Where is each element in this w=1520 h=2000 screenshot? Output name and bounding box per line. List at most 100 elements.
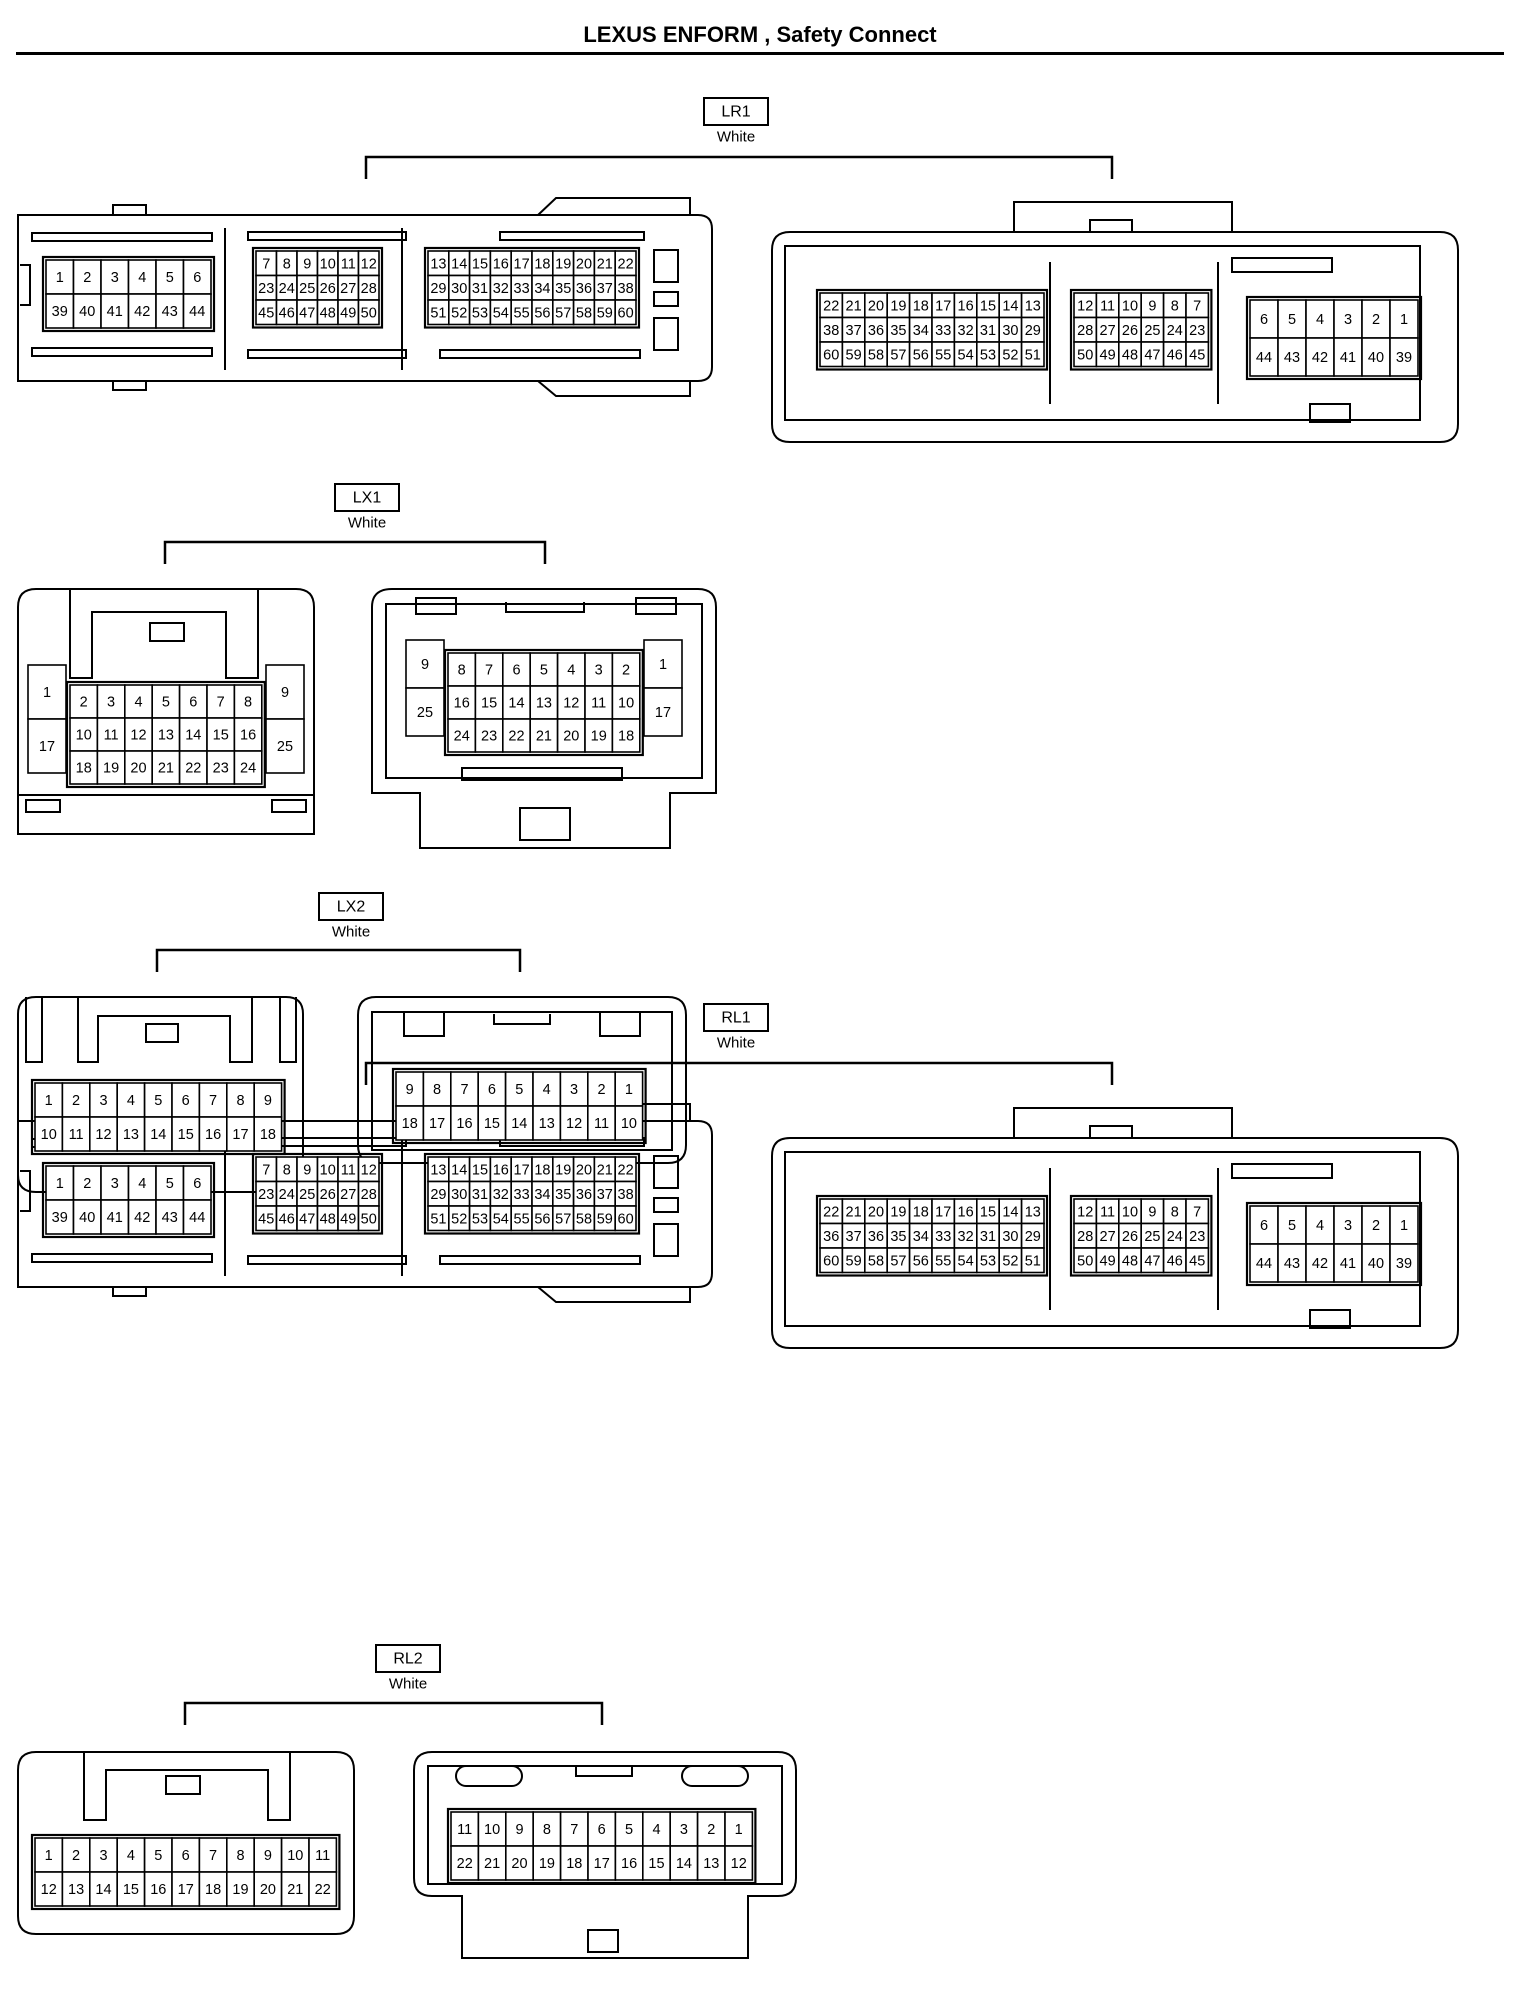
pin: 18	[531, 1156, 554, 1183]
housing-rail	[31, 1253, 213, 1263]
pin-cell	[641, 1811, 671, 1847]
pin: 11	[96, 717, 126, 752]
pin: 28	[1073, 316, 1098, 343]
pin-number: 14	[508, 696, 524, 712]
pin-number: 11	[104, 728, 119, 744]
pin-number: 21	[597, 256, 613, 272]
housing-left-side	[25, 997, 43, 1063]
pin-cell	[116, 1116, 146, 1152]
pin: 2	[1361, 1205, 1391, 1245]
pin: 40	[1361, 1243, 1391, 1283]
pin: 44	[1249, 337, 1279, 377]
pin: 45	[255, 1205, 278, 1232]
pin-number: 24	[279, 281, 295, 297]
pin-number: 6	[193, 1176, 201, 1192]
pin: 1	[45, 259, 75, 295]
pin-cell	[69, 750, 99, 785]
pin-cell	[1185, 341, 1210, 368]
pin: 10	[316, 250, 339, 277]
pin: 43	[1277, 337, 1307, 377]
housing-left-latch	[77, 997, 253, 1063]
pin: 48	[316, 1205, 339, 1232]
pin: 25	[405, 687, 445, 737]
pin: 23	[206, 750, 236, 785]
pin: 17	[510, 1156, 533, 1183]
pin: 58	[572, 1205, 596, 1232]
pin: 31	[975, 316, 1000, 343]
pin: 35	[886, 1222, 911, 1249]
pin: 2	[611, 652, 641, 687]
pin: 6	[1249, 1205, 1279, 1245]
pin-number: 60	[823, 1253, 839, 1269]
pin-number: 48	[1122, 347, 1138, 363]
pin: 13	[1020, 292, 1045, 319]
pin-number: 4	[127, 1848, 135, 1864]
pin-number: 9	[303, 1162, 311, 1178]
pin: 4	[127, 1165, 157, 1201]
pin-number: 32	[493, 281, 509, 297]
pin: 23	[255, 274, 278, 301]
pin-cell	[226, 1871, 256, 1907]
pin: 1	[724, 1811, 754, 1847]
pin-number: 10	[1122, 1204, 1138, 1220]
pin: 39	[45, 293, 75, 329]
pin: 49	[1095, 341, 1120, 368]
housing-key	[455, 1765, 523, 1787]
connector-color: White	[717, 1035, 755, 1052]
pin: 5	[155, 1165, 185, 1201]
pin: 25	[1140, 316, 1165, 343]
pin: 7	[559, 1811, 589, 1847]
pin: 33	[510, 1180, 533, 1207]
pin: 26	[1118, 1222, 1143, 1249]
pin-number: 52	[451, 305, 467, 321]
housing-left-body	[17, 1120, 713, 1288]
pin: 21	[151, 750, 181, 785]
pin-number: 52	[451, 1211, 467, 1227]
pin-number: 15	[980, 298, 996, 314]
pin: 28	[1073, 1222, 1098, 1249]
connector-code: RL1	[721, 1010, 750, 1027]
pin-number: 6	[193, 270, 201, 286]
pin-number: 2	[72, 1093, 80, 1109]
pin-cell	[69, 717, 99, 752]
pin: 2	[69, 684, 99, 719]
pin: 18	[559, 1845, 589, 1881]
pin-number: 6	[512, 663, 520, 679]
pin-number: 48	[320, 305, 336, 321]
pin-cell	[669, 1811, 699, 1847]
pin-number: 5	[154, 1848, 162, 1864]
pin-number: 11	[457, 1822, 472, 1838]
pin-cell	[529, 685, 559, 720]
pin: 22	[819, 1198, 844, 1225]
pin-cell	[1277, 1205, 1307, 1245]
housing-rail	[247, 1255, 407, 1265]
pin: 60	[819, 341, 844, 368]
pin-number: 16	[205, 1127, 221, 1143]
housing-right-top-tab	[1013, 201, 1233, 233]
pin: 4	[124, 684, 154, 719]
pin: 1	[1389, 1205, 1419, 1245]
pin-number: 20	[130, 761, 146, 777]
pin-number: 29	[1025, 1229, 1041, 1245]
pin-number: 34	[913, 1229, 929, 1245]
pin-number: 23	[258, 281, 274, 297]
pin: 27	[337, 1180, 360, 1207]
pin-number: 13	[536, 696, 552, 712]
pin-cell	[34, 1871, 64, 1907]
housing-key	[653, 1197, 679, 1213]
pin: 58	[863, 1247, 888, 1274]
pin-number: 2	[72, 1848, 80, 1864]
pin: 18	[531, 250, 554, 277]
pin: 57	[886, 341, 911, 368]
pin: 5	[143, 1082, 173, 1118]
pin: 19	[551, 1156, 575, 1183]
pin: 7	[206, 684, 236, 719]
pin-number: 41	[1340, 1256, 1356, 1272]
pin-number: 36	[868, 1229, 884, 1245]
pin: 9	[296, 250, 319, 277]
pin-number: 16	[493, 256, 509, 272]
pin-number: 21	[287, 1882, 303, 1898]
pin-block-frame	[815, 288, 1049, 371]
pin-number: 43	[1284, 350, 1300, 366]
pin: 16	[143, 1871, 173, 1907]
